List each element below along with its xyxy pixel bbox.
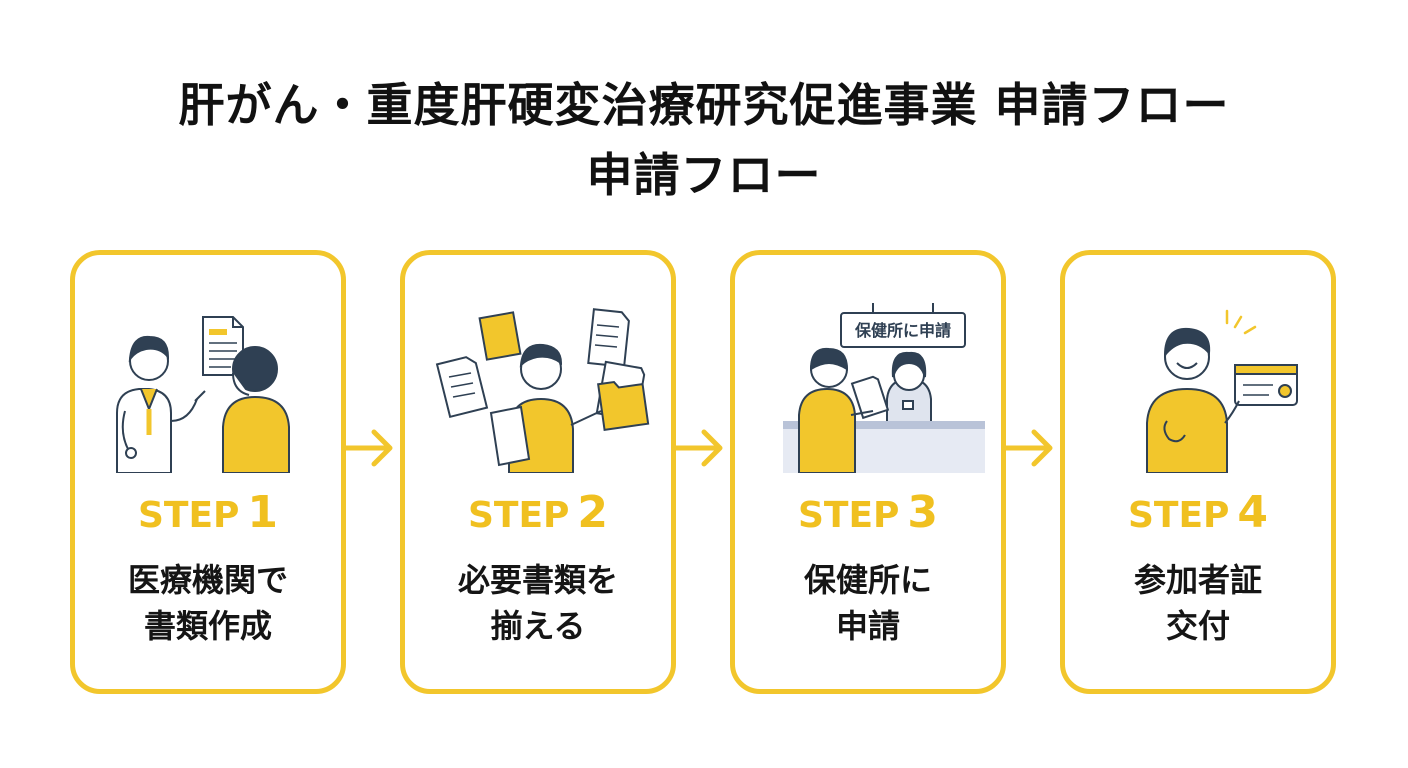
step-description: 保健所に申請: [803, 561, 932, 645]
step-description: 参加者証交付: [1133, 561, 1262, 645]
step-description: 必要書類を揃える: [457, 561, 618, 645]
arrow-right-icon: [676, 429, 723, 467]
page-title: 肝がん・重度肝硬変治療研究促進事業 申請フロー: [178, 78, 1230, 132]
gathering-documents-illustration: [435, 308, 650, 473]
arrow-right-icon: [346, 429, 393, 467]
health-center-counter-illustration: 保健所に申請: [783, 303, 985, 473]
arrow-right-icon: [1006, 429, 1053, 467]
certificate-issued-illustration: [1146, 309, 1298, 473]
counter-sign-text: 保健所に申請: [854, 321, 951, 340]
page-subtitle: 申請フロー: [586, 148, 822, 202]
doctor-consultation-illustration: [116, 316, 290, 473]
step-description: 医療機関で書類作成: [127, 561, 288, 645]
